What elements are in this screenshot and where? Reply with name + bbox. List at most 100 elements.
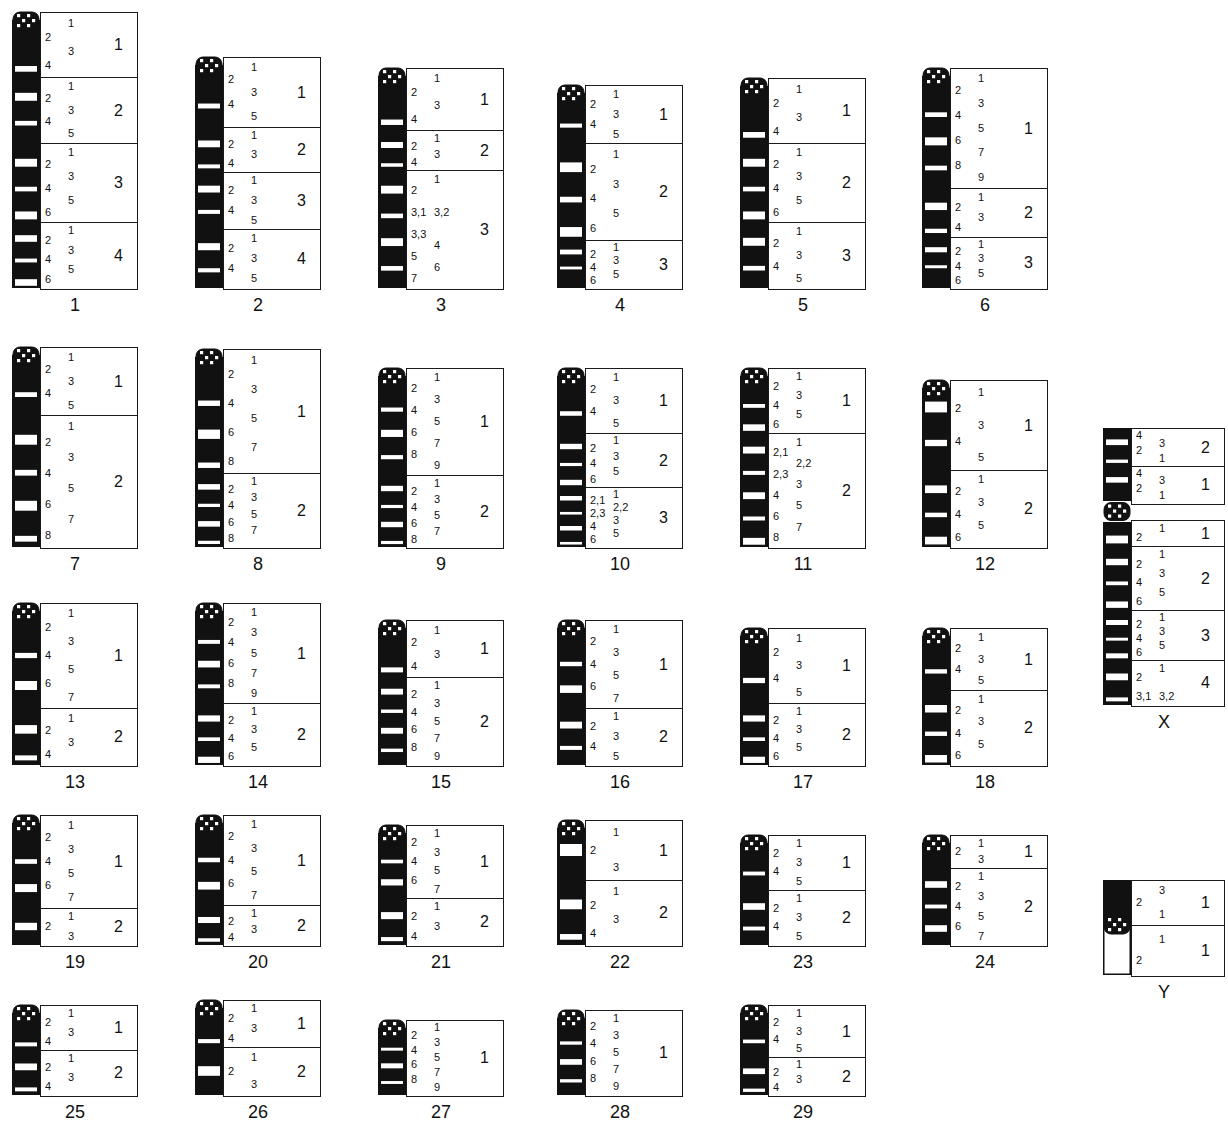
region-box: 412345 — [223, 229, 321, 290]
g-band-light — [1106, 536, 1128, 544]
centromere-spot — [210, 817, 213, 820]
centromere-spot — [383, 622, 386, 625]
band-number: 5 — [68, 868, 74, 879]
centromere-spot — [17, 24, 20, 27]
band-number: 6 — [228, 517, 234, 528]
chromosome-arm — [195, 1008, 223, 1095]
g-band-light — [925, 732, 947, 736]
centromere-spot — [567, 92, 570, 95]
band-number: 2 — [1136, 483, 1142, 494]
chromosome-arm — [12, 611, 40, 765]
g-band-light — [1106, 439, 1128, 445]
band-number: 4 — [773, 183, 779, 194]
g-band-light — [381, 455, 403, 459]
chromosome-panel: 411234521234563123456 — [585, 85, 683, 288]
centromere-spot — [383, 1022, 386, 1025]
centromere-spot — [745, 80, 748, 83]
region-box: 2123456 — [585, 143, 683, 242]
band-number: 8 — [955, 160, 961, 171]
band-number: 4 — [590, 741, 596, 752]
g-band-light — [381, 541, 403, 544]
g-band-light — [381, 667, 403, 672]
band-number: 4 — [228, 158, 234, 169]
centromere-spot — [17, 1007, 20, 1010]
chromosome-panel: 11123421234531234564123456 — [40, 12, 138, 288]
band-number: 5 — [613, 528, 619, 539]
g-band-light — [15, 279, 37, 286]
band-number: 4 — [45, 856, 51, 867]
centromere-spot — [388, 832, 391, 835]
region-number: 2 — [842, 1069, 851, 1085]
chromosome-panel: 8112345678212345678 — [223, 349, 321, 547]
band-number: 6 — [955, 750, 961, 761]
g-band-light — [560, 1059, 582, 1065]
band-number: 9 — [978, 172, 984, 183]
band-number: 5 — [796, 500, 802, 511]
band-number: 3 — [251, 195, 257, 206]
centromere-spot — [383, 80, 386, 83]
band-number: 6 — [590, 223, 596, 234]
centromere-spot — [17, 605, 20, 608]
band-number: 2 — [773, 159, 779, 170]
region-number: 1 — [842, 103, 851, 119]
chromosome-number: X — [1103, 713, 1225, 731]
centromere-spot — [1118, 515, 1121, 518]
band-number: 2,1 — [590, 495, 605, 506]
band-number: 3 — [68, 376, 74, 387]
centromere-spot — [562, 380, 565, 383]
centromere-spot — [932, 75, 935, 78]
band-number: 4 — [45, 650, 51, 661]
band-number: 4 — [955, 222, 961, 233]
region-number: 2 — [114, 103, 123, 119]
chromosome-number: 15 — [378, 773, 504, 791]
region-box: 112 — [1131, 925, 1225, 977]
g-band-light — [743, 872, 765, 876]
g-band-light — [198, 1039, 220, 1043]
band-number: 2 — [1136, 672, 1142, 683]
region-box: 212345 — [768, 890, 866, 947]
centromere-spot — [932, 842, 935, 845]
band-number: 6 — [411, 1059, 417, 1070]
band-number: 3 — [68, 105, 74, 116]
centromere-spot — [383, 70, 386, 73]
g-band-light — [925, 203, 947, 210]
g-band-light — [743, 1040, 765, 1044]
centromere-spot — [755, 380, 758, 383]
g-band-light — [15, 1064, 37, 1071]
band-number: 5 — [613, 751, 619, 762]
g-band-light — [925, 905, 947, 909]
centromere-spot — [562, 370, 565, 373]
band-number: 4 — [228, 932, 234, 943]
centromere-spot — [927, 640, 930, 643]
band-number: 3 — [1159, 885, 1165, 896]
band-number: 1 — [1159, 549, 1165, 560]
centromere-spot — [215, 610, 218, 613]
centromere — [196, 603, 222, 621]
region-box: 11234 — [223, 1000, 321, 1049]
centromere-spot — [750, 842, 753, 845]
band-number: 1 — [1159, 663, 1165, 674]
centromere — [13, 12, 39, 30]
centromere-spot — [215, 1007, 218, 1010]
g-band-light — [15, 392, 37, 397]
centromere-spot — [937, 80, 940, 83]
band-number: 4 — [45, 116, 51, 127]
region-box: 11234 — [406, 68, 504, 132]
chromosome-panel: 211234521234312345412345 — [223, 57, 321, 288]
centromere-spot — [937, 847, 940, 850]
region-box: 112345 — [768, 835, 866, 892]
centromere-spot — [393, 827, 396, 830]
band-number: 3 — [434, 921, 440, 932]
region-number: 2 — [114, 474, 123, 490]
band-number: 1 — [251, 62, 257, 73]
g-band-light — [381, 1048, 403, 1051]
centromere-spot — [27, 605, 30, 608]
g-band-light — [15, 536, 37, 542]
band-number: 4 — [45, 388, 51, 399]
centromere-spot — [567, 1017, 570, 1020]
centromere — [196, 57, 222, 75]
region-number: 3 — [1201, 628, 1210, 644]
band-number: 2 — [411, 141, 417, 152]
region-box: 3123456 — [950, 237, 1048, 290]
band-number: 3 — [434, 1037, 440, 1048]
